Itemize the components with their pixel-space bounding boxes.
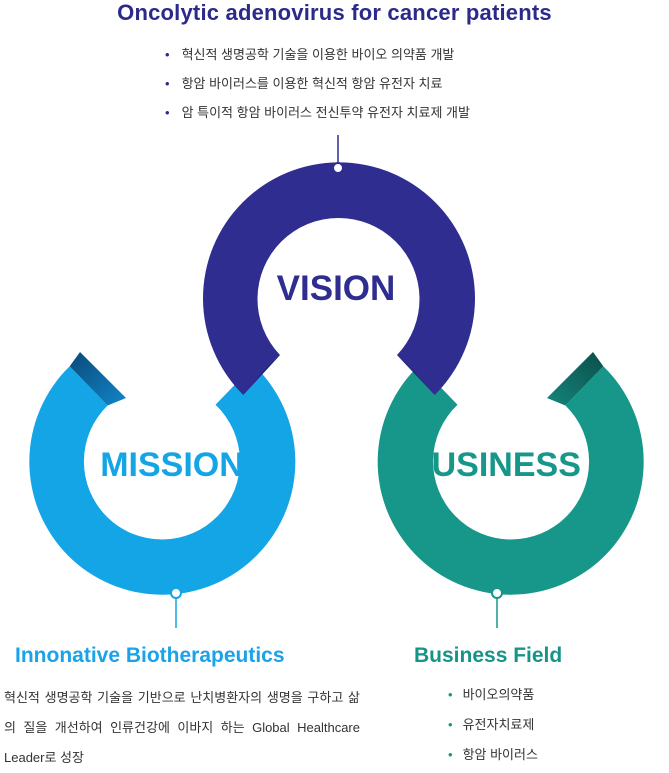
mission-label: MISSION bbox=[100, 446, 244, 484]
vision-item: 암 특이적 항암 바이러스 전신투약 유전자 치료제 개발 bbox=[165, 98, 585, 127]
vision-dot bbox=[332, 162, 344, 174]
vision-list: 혁신적 생명공학 기술을 이용한 바이오 의약품 개발 항암 바이러스를 이용한… bbox=[165, 40, 585, 127]
vision-label: VISION bbox=[277, 269, 396, 308]
mission-dot bbox=[170, 587, 182, 599]
vision-title: Oncolytic adenovirus for cancer patients bbox=[117, 0, 552, 25]
vision-left-overlap bbox=[243, 355, 280, 395]
business-dot bbox=[491, 587, 503, 599]
business-list: 바이오의약품 유전자치료제 항암 바이러스 bbox=[448, 680, 538, 770]
business-item: 바이오의약품 bbox=[448, 680, 538, 710]
vision-item: 항암 바이러스를 이용한 혁신적 항암 유전자 치료 bbox=[165, 69, 585, 98]
mission-description: 혁신적 생명공학 기술을 기반으로 난치병환자의 생명을 구하고 삶의 질을 개… bbox=[4, 690, 360, 765]
business-label: BUSINESS bbox=[407, 446, 581, 484]
vision-item: 혁신적 생명공학 기술을 이용한 바이오 의약품 개발 bbox=[165, 40, 585, 69]
vision-ring bbox=[203, 162, 476, 395]
business-ring-fold bbox=[547, 352, 604, 406]
business-ring bbox=[377, 365, 644, 595]
business-item: 항암 바이러스 bbox=[448, 740, 538, 770]
vision-right-overlap bbox=[397, 355, 435, 395]
mission-ring-fold bbox=[69, 352, 126, 406]
mission-heading: Innonative Biotherapeutics bbox=[15, 644, 285, 667]
business-heading: Business Field bbox=[414, 644, 563, 667]
mission-ring bbox=[29, 365, 296, 595]
business-item: 유전자치료제 bbox=[448, 710, 538, 740]
